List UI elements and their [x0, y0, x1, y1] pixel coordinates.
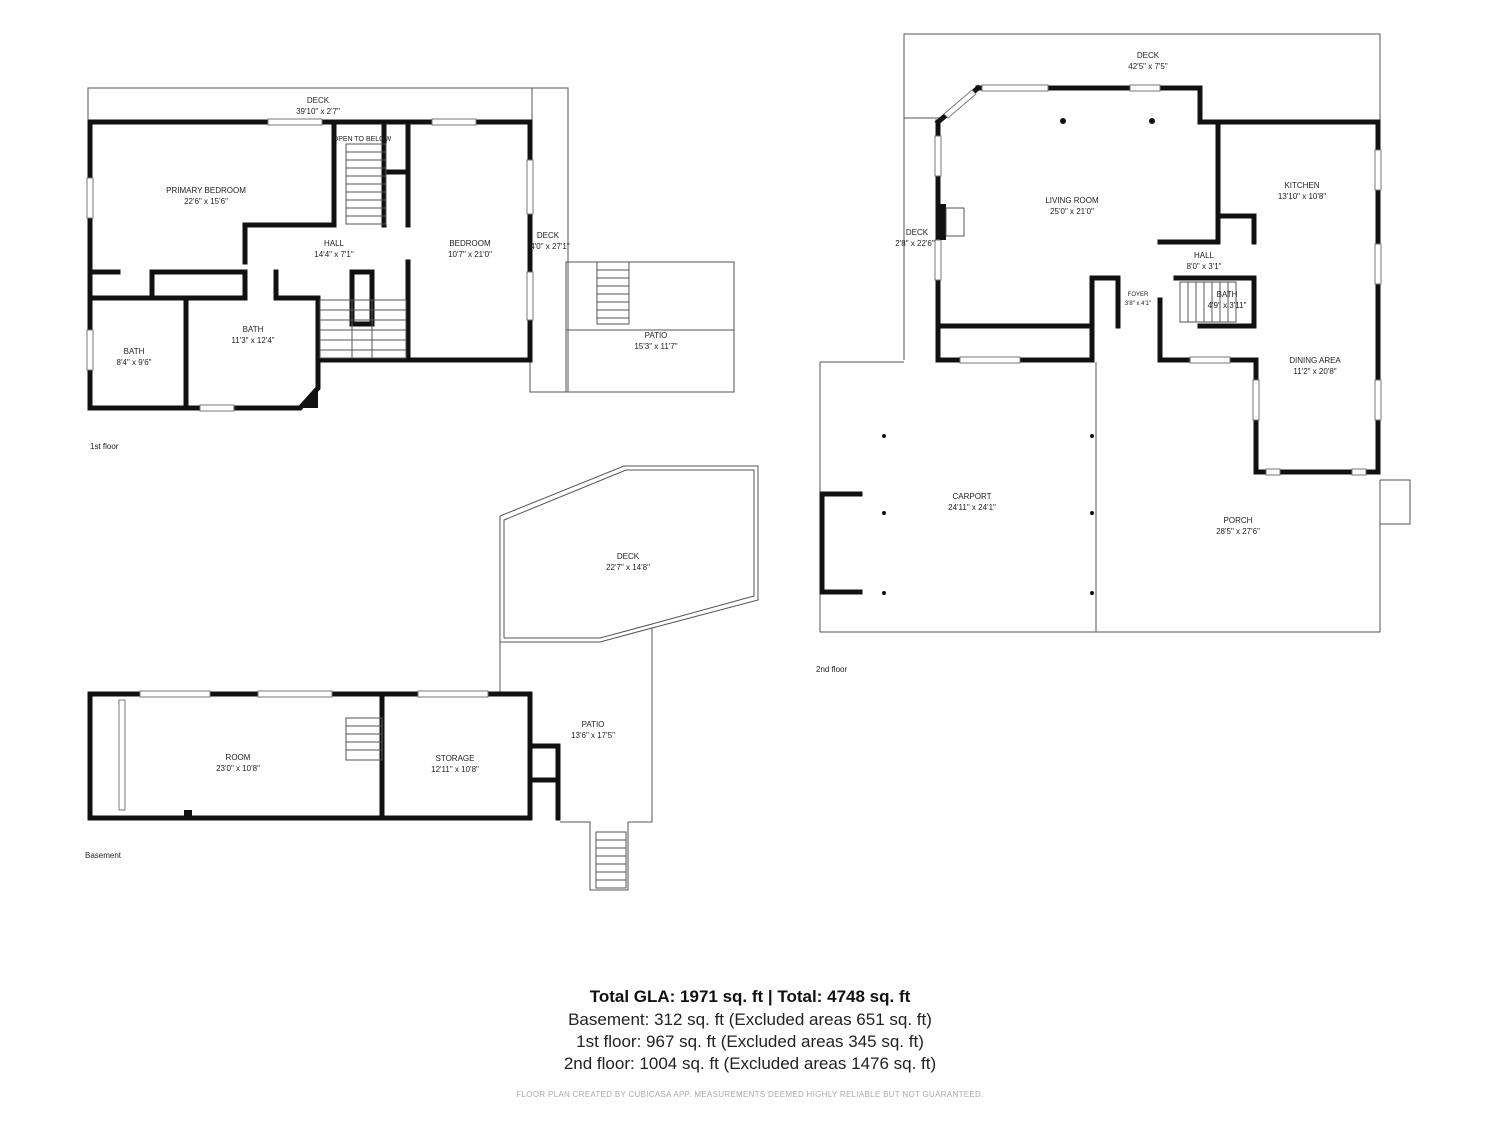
floor-label: Basement — [85, 851, 122, 860]
room-dimensions: 23'0" x 10'8" — [216, 764, 260, 773]
room-name: DECK — [1137, 51, 1160, 60]
room-name: BEDROOM — [449, 239, 491, 248]
room-dimensions: 28'5" x 27'6" — [1216, 527, 1260, 536]
second-floor-plan: DECK 42'5" x 7'5" LIVING ROOM 25'0" x 21… — [816, 33, 1411, 674]
credit-note: FLOOR PLAN CREATED BY CUBICASA APP. MEAS… — [516, 1090, 984, 1099]
room-name: PORCH — [1224, 516, 1253, 525]
room-dimensions: 2'8" x 22'6" — [895, 239, 935, 248]
room-name: FOYER — [1128, 292, 1149, 298]
room-name: BATH — [124, 347, 145, 356]
room-name: DECK — [906, 228, 929, 237]
room-dimensions: 8'4" x 9'6" — [117, 358, 152, 367]
basement-area: Basement: 312 sq. ft (Excluded areas 651… — [568, 1010, 932, 1029]
room-dimensions: 13'10" x 10'8" — [1278, 192, 1326, 201]
room-dimensions: 4'0" x 27'1" — [530, 242, 570, 251]
room-dimensions: 11'2" x 20'8" — [1293, 367, 1336, 376]
room-name: CARPORT — [953, 492, 992, 501]
room-name: DECK — [307, 96, 330, 105]
room-name: HALL — [1194, 251, 1215, 260]
first-floor-area: 1st floor: 967 sq. ft (Excluded areas 34… — [576, 1032, 924, 1051]
room-dimensions: 12'11" x 10'8" — [431, 765, 479, 774]
room-dimensions: 10'7" x 21'0" — [448, 250, 492, 259]
room-name: ROOM — [226, 753, 251, 762]
room-dimensions: 11'3" x 12'4" — [231, 336, 274, 345]
room-dimensions: 24'11" x 24'1" — [948, 503, 996, 512]
first-floor-plan: DECK 39'10" x 2'7" OPEN TO BELOW PRIMARY… — [86, 87, 735, 451]
room-dimensions: 8'0" x 3'1" — [1187, 262, 1222, 271]
room-name: KITCHEN — [1284, 181, 1319, 190]
room-name: BATH — [1217, 290, 1238, 299]
room-dimensions: 22'6" x 15'6" — [184, 197, 228, 206]
room-dimensions: 39'10" x 2'7" — [296, 107, 340, 116]
floor-label: 2nd floor — [816, 665, 847, 674]
room-dimensions: 42'5" x 7'5" — [1128, 62, 1168, 71]
room-dimensions: 15'3" x 11'7" — [634, 342, 677, 351]
room-name: PATIO — [645, 331, 668, 340]
room-dimensions: 22'7" x 14'8" — [606, 563, 650, 572]
room-name: STORAGE — [436, 754, 475, 763]
basement-plan: DECK 22'7" x 14'8" PATIO 13'6" x 17'5" R… — [85, 465, 759, 891]
room-name: PRIMARY BEDROOM — [166, 186, 246, 195]
room-name: DECK — [537, 231, 560, 240]
floor-label: 1st floor — [90, 442, 119, 451]
room-dimensions: 4'9" x 3'11" — [1208, 301, 1247, 310]
total-area-title: Total GLA: 1971 sq. ft | Total: 4748 sq.… — [589, 987, 911, 1006]
room-name: DINING AREA — [1289, 356, 1341, 365]
second-floor-area: 2nd floor: 1004 sq. ft (Excluded areas 1… — [563, 1054, 937, 1073]
room-dimensions: 25'0" x 21'0" — [1050, 207, 1094, 216]
room-name: PATIO — [582, 720, 605, 729]
room-dimensions: 3'8" x 4'1" — [1125, 301, 1151, 307]
room-name: DECK — [617, 552, 640, 561]
room-dimensions: 14'4" x 7'1" — [314, 250, 354, 259]
room-dimensions: 13'6" x 17'5" — [571, 731, 615, 740]
room-name: LIVING ROOM — [1045, 196, 1099, 205]
room-name: BATH — [243, 325, 264, 334]
room-name: HALL — [324, 239, 345, 248]
room-name: OPEN TO BELOW — [333, 136, 392, 143]
